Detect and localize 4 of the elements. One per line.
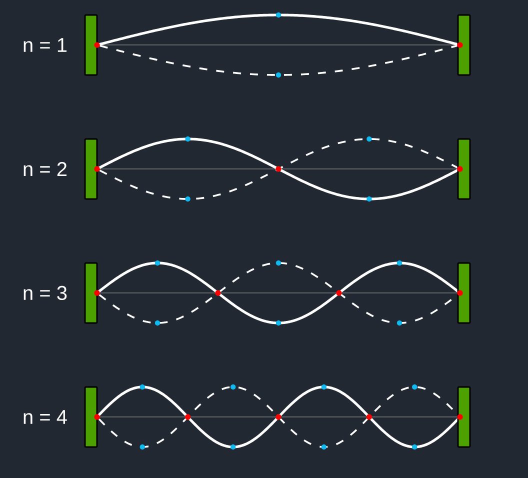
harmonic-label: n = 1 xyxy=(24,38,67,52)
harmonic-label: n = 4 xyxy=(24,410,67,424)
harmonic-label: n = 2 xyxy=(24,162,66,176)
harmonic-label: n = 3 xyxy=(24,286,67,300)
